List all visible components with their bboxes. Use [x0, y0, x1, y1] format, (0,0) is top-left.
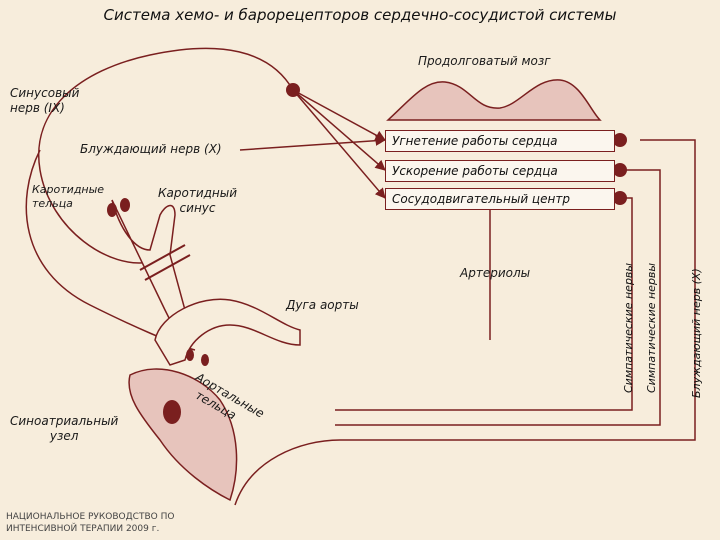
arrow-to-vasomotor [293, 90, 385, 198]
carotid-body-1 [107, 203, 117, 217]
arrow-to-acceleration [293, 90, 385, 170]
page-title: Система хемо- и барорецепторов сердечно-… [0, 6, 720, 24]
center-vasomotor: Сосудодвигательный центр [385, 188, 615, 210]
center-acceleration: Ускорение работы сердца [385, 160, 615, 182]
aortic-body-1 [186, 349, 194, 361]
carotid-bodies-label: Каротидные тельца [32, 183, 104, 211]
vasomotor-node [613, 191, 627, 205]
aortic-arch-label: Дуга аорты [286, 298, 359, 313]
inhibition-node [613, 133, 627, 147]
footer-credit: НАЦИОНАЛЬНОЕ РУКОВОДСТВО ПО ИНТЕНСИВНОЙ … [6, 512, 174, 535]
center-inhibition: Угнетение работы сердца [385, 130, 615, 152]
carotid-sinus-label: Каротидный синус [158, 186, 237, 216]
arterioles-label: Артериолы [460, 266, 530, 281]
sympathetic-efferent-line-2 [335, 198, 632, 410]
vagus-nerve-label-right: Блуждающий нерв (X) [690, 268, 703, 398]
medulla-shape [388, 80, 600, 120]
sinus-nerve-label: Синусовый нерв (IX) [10, 86, 79, 116]
sa-node-label: Синоатриальный узел [10, 414, 118, 444]
acceleration-node [613, 163, 627, 177]
sa-node-mark [163, 400, 181, 424]
arrow-from-vagus [240, 140, 385, 150]
carotid-body-2 [120, 198, 130, 212]
medulla-label: Продолговатый мозг [418, 54, 551, 69]
sympathetic-nerves-label-2: Симпатические нервы [645, 263, 658, 393]
arrow-to-inhibition [293, 90, 385, 140]
aortic-body-2 [201, 354, 209, 366]
sympathetic-nerves-label-1: Симпатические нервы [622, 263, 635, 393]
vagus-label-top: Блуждающий нерв (X) [80, 142, 222, 157]
